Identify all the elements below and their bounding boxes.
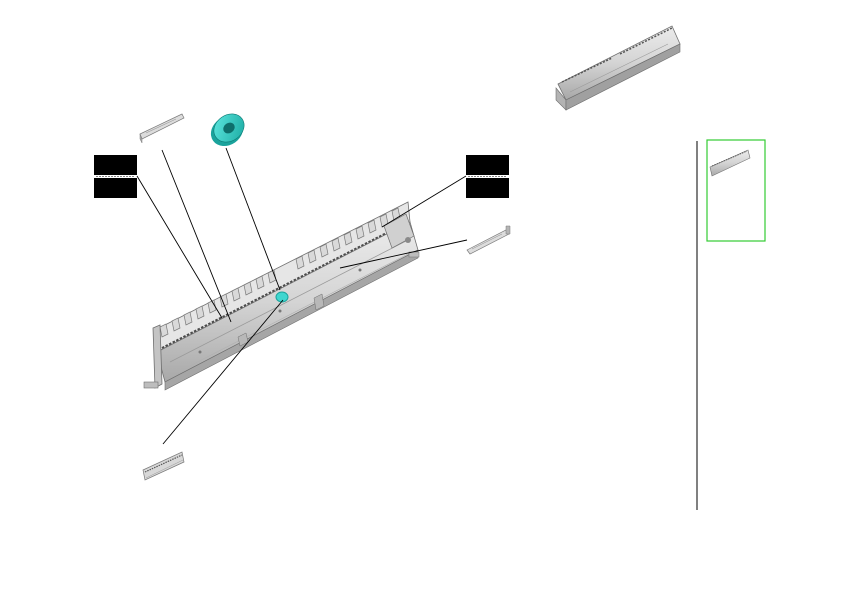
- leader-line-right-strip: [339, 239, 468, 269]
- leader-line-ring: [225, 147, 281, 291]
- callout-label-right: [466, 155, 509, 198]
- mounted-ring: [275, 291, 289, 303]
- leader-line-bottom-strip: [162, 299, 284, 445]
- rail-thumbnail-highlighted[interactable]: [706, 139, 766, 242]
- main-rail-assembly: [143, 201, 420, 391]
- small-strip-right: [466, 225, 511, 255]
- small-strip-bottom-left: [142, 451, 185, 481]
- leader-line-right-label: [381, 175, 467, 228]
- callout-label-left: [94, 155, 137, 198]
- leader-line-top-strip: [161, 149, 232, 323]
- leader-lines: [136, 147, 468, 445]
- leader-line-left-label: [136, 175, 223, 319]
- rail-thumbnail-top-right: [555, 25, 681, 111]
- ferrite-ring: [210, 113, 245, 147]
- small-strip-top-left: [139, 113, 185, 144]
